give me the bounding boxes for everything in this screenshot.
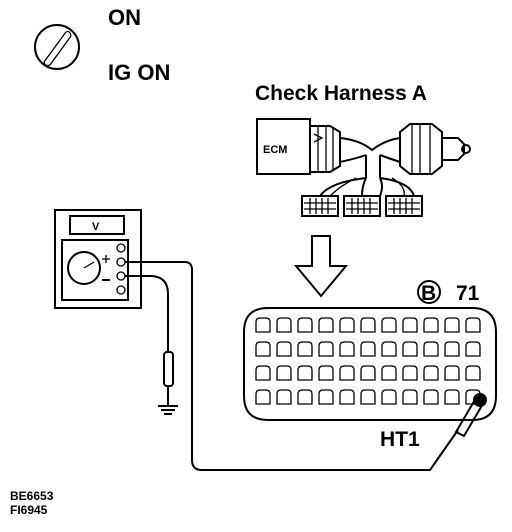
connector-pin <box>318 317 334 333</box>
connector-letter-circle <box>417 280 441 304</box>
connector-pin <box>465 317 481 333</box>
connector-pin <box>360 389 376 405</box>
voltmeter: V <box>54 209 142 309</box>
connector-pin <box>318 365 334 381</box>
connector-pin <box>381 341 397 357</box>
connector-pin <box>255 389 271 405</box>
terminal-label: HT1 <box>380 428 420 451</box>
connector-pin <box>360 341 376 357</box>
connector-pin <box>402 341 418 357</box>
connector-pin <box>423 317 439 333</box>
connector-pin <box>423 341 439 357</box>
connector-pin <box>381 389 397 405</box>
connector-pin <box>402 365 418 381</box>
connector-pin <box>255 365 271 381</box>
meter-unit-label: V <box>92 221 100 233</box>
ignition-on-label: ON <box>108 5 141 30</box>
terminal-ht1-highlight <box>473 393 487 407</box>
connector-pin <box>381 365 397 381</box>
connector-pin <box>255 317 271 333</box>
connector-pin <box>255 341 271 357</box>
connector-pin <box>297 389 313 405</box>
ig-on-label: IG ON <box>108 60 170 85</box>
negative-lead <box>125 275 169 352</box>
ecm-box <box>256 118 311 175</box>
ecm-label: ECM <box>263 144 287 156</box>
figure-code-1: BE6653 <box>10 489 54 503</box>
check-harness: ECM <box>256 118 471 217</box>
harness-title: Check Harness A <box>255 82 427 105</box>
connector-pin <box>339 341 355 357</box>
connector-pin <box>360 365 376 381</box>
negative-probe <box>163 351 174 400</box>
connector-pin <box>444 389 460 405</box>
positive-lead <box>125 261 459 471</box>
sub-connector-2 <box>343 195 381 217</box>
connector-pin <box>276 317 292 333</box>
connector-pin <box>339 389 355 405</box>
connector-pin <box>276 365 292 381</box>
connector-pins <box>255 317 481 405</box>
connector-b71 <box>243 307 497 421</box>
connector-pin <box>381 317 397 333</box>
sub-connector-3 <box>385 195 423 217</box>
connector-letter: B <box>421 282 436 305</box>
down-arrow-icon <box>293 235 349 298</box>
ground-icon <box>158 400 178 415</box>
connector-pin <box>318 389 334 405</box>
connector-pin <box>444 365 460 381</box>
connector-pin <box>465 365 481 381</box>
connector-pin <box>318 341 334 357</box>
connector-pin <box>444 317 460 333</box>
figure-code-2: FI6945 <box>10 503 48 517</box>
connector-pin <box>402 389 418 405</box>
connector-pin <box>423 365 439 381</box>
connector-number: 71 <box>456 282 480 305</box>
connector-pin <box>402 317 418 333</box>
ignition-key-icon <box>34 24 80 70</box>
connector-pin <box>276 389 292 405</box>
sub-connector-1 <box>301 195 339 217</box>
connector-pin <box>339 365 355 381</box>
connector-pin <box>297 365 313 381</box>
connector-pin <box>339 317 355 333</box>
connector-pin <box>423 389 439 405</box>
connector-pin <box>360 317 376 333</box>
connector-pin <box>444 341 460 357</box>
connector-pin <box>297 341 313 357</box>
connector-pin <box>465 341 481 357</box>
connector-pin <box>297 317 313 333</box>
connector-pin <box>276 341 292 357</box>
